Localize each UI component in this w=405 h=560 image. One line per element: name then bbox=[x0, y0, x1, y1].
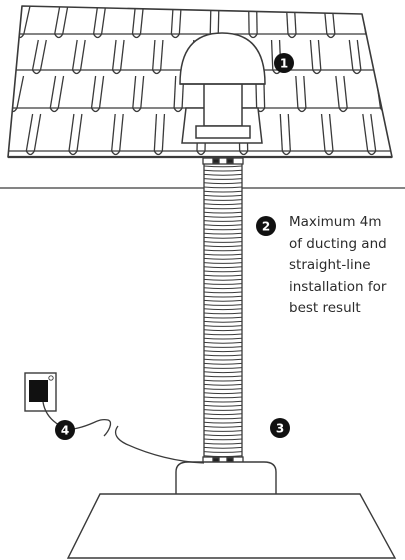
base-unit bbox=[66, 461, 397, 559]
power-cable bbox=[42, 401, 112, 437]
callout-4: 4 bbox=[55, 420, 75, 440]
callout-1-label: 1 bbox=[280, 57, 288, 71]
note-line: best result bbox=[289, 300, 361, 316]
ducting-note: Maximum 4m of ducting and straight-line … bbox=[289, 212, 401, 320]
note-line: straight-line bbox=[289, 257, 371, 273]
roof-vent-cowl bbox=[179, 32, 266, 144]
callout-2: 2 bbox=[256, 216, 276, 236]
power-cable-to-unit bbox=[114, 425, 205, 464]
callout-3: 3 bbox=[270, 418, 290, 438]
note-line: of ducting and bbox=[289, 235, 387, 252]
callout-3-label: 3 bbox=[276, 422, 284, 436]
ducting bbox=[202, 157, 244, 464]
callout-4-label: 4 bbox=[61, 424, 69, 438]
note-line: installation for bbox=[289, 278, 387, 295]
callout-2-label: 2 bbox=[262, 220, 270, 234]
note-line: Maximum 4m bbox=[289, 214, 382, 230]
callout-1: 1 bbox=[274, 53, 294, 73]
power-socket bbox=[24, 372, 57, 412]
